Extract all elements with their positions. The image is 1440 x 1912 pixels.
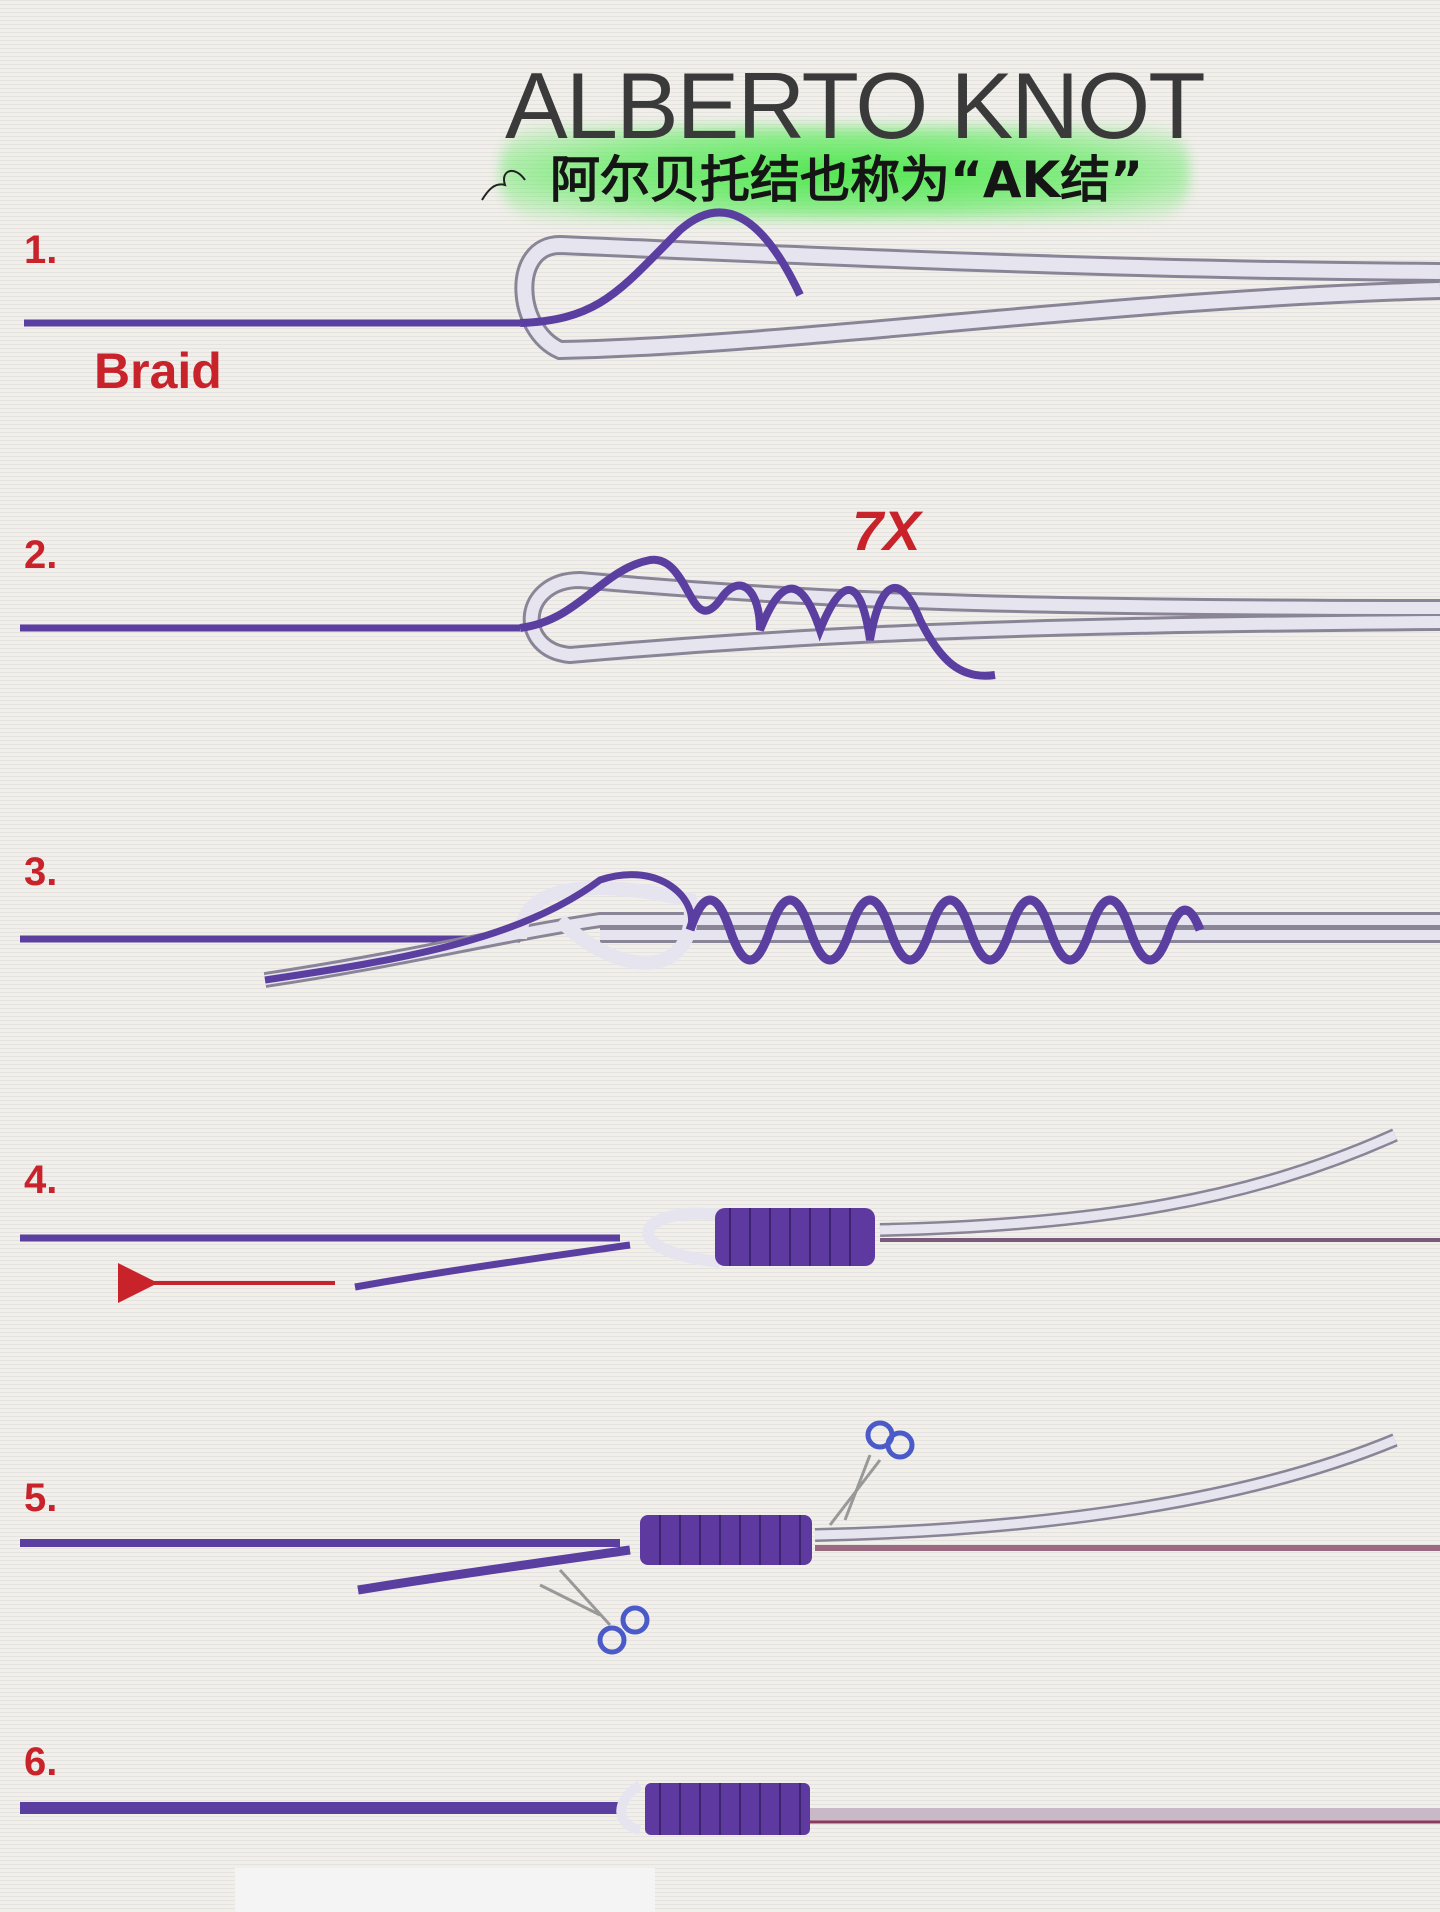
- step-1-illustration: [24, 208, 1440, 361]
- scissors-icon: [539, 1568, 650, 1655]
- step-3-label: 3.: [24, 850, 58, 894]
- step-5-illustration: [20, 1420, 1440, 1655]
- step-4-label: 4.: [24, 1158, 58, 1202]
- braid-label: Braid: [94, 343, 222, 399]
- title-highlight: [500, 125, 1190, 220]
- page-title: ALBERTO KNOT: [505, 53, 1206, 158]
- step-6-illustration: [20, 1780, 1440, 1835]
- step-6-label: 6.: [24, 1740, 58, 1784]
- page-subtitle: 阿尔贝托结也称为“AK结”: [550, 151, 1144, 209]
- step-2-label: 2.: [24, 533, 58, 577]
- step-5-label: 5.: [24, 1476, 58, 1520]
- step-1-label: 1.: [24, 228, 58, 272]
- blank-patch: [235, 1868, 655, 1912]
- step-4-illustration: [20, 1128, 1440, 1303]
- curl-arrow-icon: [481, 170, 526, 201]
- scissors-icon: [828, 1420, 915, 1526]
- step-2-illustration: [20, 555, 1440, 680]
- wrap-count-label: 7X: [852, 499, 921, 562]
- step-3-illustration: [20, 871, 1440, 988]
